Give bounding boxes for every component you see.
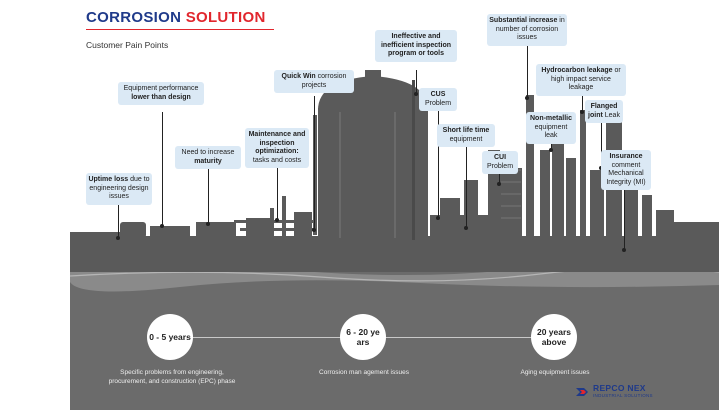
- callout-flanged-text: Leak: [602, 111, 620, 119]
- callout-quickwin: Quick Win corrosion projects: [274, 70, 354, 94]
- pin-shortlife-dot: [464, 226, 468, 230]
- callout-performance-text: Equipment performance: [123, 85, 199, 92]
- callout-cus-bold: CUS: [430, 91, 446, 98]
- pin-hydrocarbon-dot: [580, 110, 584, 114]
- pin-ineffective-dot: [414, 92, 418, 96]
- pin-substantial-dot: [525, 96, 529, 100]
- pin-insurance-dot: [622, 248, 626, 252]
- pin-uptime-line: [118, 202, 119, 238]
- title-underline: [86, 29, 274, 30]
- callout-ineffective: Ineffective and inefficient inspection p…: [375, 30, 457, 62]
- page-subtitle: Customer Pain Points: [86, 40, 169, 50]
- callout-ineffective-bold: Ineffective and inefficient inspection p…: [380, 33, 451, 58]
- callout-maturity-text: Need to increase: [181, 149, 235, 156]
- callout-maintenance: Maintenance and inspection optimization:…: [245, 128, 309, 169]
- callout-flanged: Flanged joint Leak: [585, 100, 623, 124]
- pin-uptime-dot: [116, 236, 120, 240]
- callout-hydrocarbon-text: or high impact service leakage: [551, 67, 621, 92]
- callout-performance: Equipment performance lower than design: [118, 82, 204, 106]
- pin-cui-line: [499, 172, 500, 184]
- callout-cui: CUI Problem: [482, 151, 518, 175]
- logo-name: REPCO NEX: [593, 383, 646, 393]
- pin-maintenance-dot: [275, 218, 279, 222]
- callout-cus: CUS Problem: [419, 88, 457, 112]
- callout-cus-text: Problem: [424, 99, 452, 107]
- pin-flanged-line: [601, 116, 602, 168]
- pin-shortlife-line: [466, 146, 467, 228]
- timeline-node-0-5: 0 - 5 years: [147, 314, 193, 360]
- pin-cus-line: [438, 110, 439, 218]
- callout-insurance: Insurance comment Mechanical Integrity (…: [601, 150, 651, 191]
- callout-uptime-text: due to engineering design issues: [89, 176, 150, 201]
- pin-quickwin-dot: [312, 228, 316, 232]
- callout-nonmetallic: Non-metallic equipment leak: [526, 112, 576, 144]
- callout-substantial: Substantial increase in number of corros…: [487, 14, 567, 46]
- pin-cus-dot: [436, 216, 440, 220]
- callout-insurance-text: comment Mechanical Integrity (MI): [606, 161, 646, 186]
- callout-uptime-bold: Uptime loss: [88, 176, 129, 183]
- callout-quickwin-bold: Quick Win: [281, 73, 316, 80]
- pin-performance-dot: [160, 224, 164, 228]
- pin-nonmetallic-line: [551, 138, 552, 150]
- pin-hydrocarbon-line: [582, 88, 583, 112]
- callout-maintenance-bold: Maintenance and inspection optimization:: [248, 131, 306, 156]
- timeline-caption-0-5: Specific problems from engineering, proc…: [108, 369, 236, 385]
- timeline-label-0-5: 0 - 5 years: [149, 332, 191, 342]
- pin-ineffective-line: [416, 70, 417, 94]
- logo-subtitle: INDUSTRIAL SOLUTIONS: [593, 393, 653, 398]
- callout-substantial-bold: Substantial increase: [489, 17, 558, 24]
- callout-quickwin-text: corrosion projects: [301, 73, 347, 89]
- timeline-node-20-above: 20 years above: [531, 314, 577, 360]
- title-part2: SOLUTION: [185, 9, 266, 26]
- company-logo: REPCO NEX INDUSTRIAL SOLUTIONS: [575, 384, 653, 399]
- callout-performance-bold: lower than design: [131, 93, 191, 101]
- pin-performance-line: [162, 112, 163, 226]
- pin-cui-dot: [497, 182, 501, 186]
- timeline-node-6-20: 6 - 20 ye ars: [340, 314, 386, 360]
- callout-cui-bold: CUI: [493, 154, 507, 161]
- callout-shortlife: Short life time equipment: [437, 124, 495, 148]
- pin-maturity-dot: [206, 222, 210, 226]
- timeline-caption-6-20: Corrosion man agement issues: [319, 369, 409, 376]
- timeline-label-20-above: 20 years above: [536, 327, 572, 347]
- callout-uptime-loss: Uptime loss due to engineering design is…: [86, 173, 152, 205]
- pin-insurance-line: [624, 184, 625, 250]
- pin-quickwin-line: [314, 96, 315, 230]
- logo-mark-icon: [576, 387, 588, 396]
- callout-hydrocarbon-bold: Hydrocarbon leakage: [541, 67, 613, 74]
- pin-nonmetallic-dot: [549, 148, 553, 152]
- callout-substantial-text: in number of corrosion issues: [495, 17, 565, 42]
- callout-flanged-bold: Flanged joint: [588, 103, 618, 119]
- timeline-caption-20-above: Aging equipment issues: [520, 369, 590, 376]
- callout-nonmetallic-bold: Non-metallic: [529, 115, 572, 122]
- pin-maintenance-line: [277, 168, 278, 220]
- timeline-label-6-20: 6 - 20 ye ars: [346, 327, 380, 347]
- callout-maturity: Need to increase maturity: [175, 146, 241, 170]
- page-title: CORROSION SOLUTION: [86, 9, 266, 26]
- callout-shortlife-text: equipment: [449, 135, 483, 143]
- callout-maintenance-text: tasks and costs: [252, 156, 302, 164]
- pin-substantial-line: [527, 46, 528, 98]
- callout-cui-text: Problem: [486, 162, 514, 170]
- callout-hydrocarbon: Hydrocarbon leakage or high impact servi…: [536, 64, 626, 96]
- callout-shortlife-bold: Short life time: [442, 127, 490, 134]
- callout-maturity-bold: maturity: [194, 157, 222, 165]
- callout-insurance-bold: Insurance: [609, 153, 643, 160]
- callout-nonmetallic-text: equipment leak: [534, 123, 568, 140]
- pin-maturity-line: [208, 168, 209, 224]
- title-part1: CORROSION: [86, 9, 182, 26]
